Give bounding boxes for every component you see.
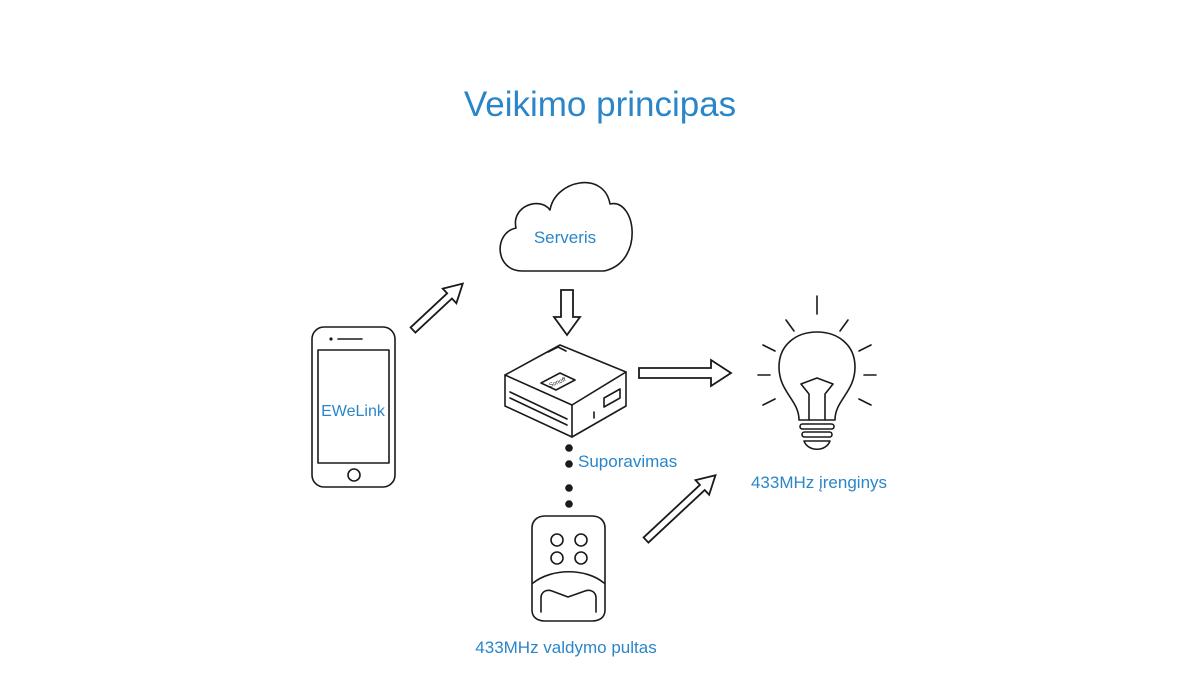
server-label: Serveris bbox=[534, 228, 596, 247]
rf-bridge-icon: Sonoff bbox=[504, 344, 627, 438]
hub-brand-label: Sonoff bbox=[549, 377, 568, 389]
arrow-server-to-hub bbox=[552, 289, 582, 337]
pairing-label: Suporavimas bbox=[578, 452, 677, 471]
light-bulb-icon bbox=[757, 295, 877, 451]
diagram-title: Veikimo principas bbox=[464, 85, 736, 124]
device-label: 433MHz įrenginys bbox=[751, 473, 887, 492]
arrow-app-to-server bbox=[409, 282, 465, 334]
arrow-remote-to-device bbox=[642, 473, 717, 544]
app-label: EWeLink bbox=[321, 403, 386, 420]
arrow-hub-to-device bbox=[638, 358, 733, 388]
remote-control-icon bbox=[531, 515, 606, 622]
smartphone-icon bbox=[311, 326, 396, 488]
remote-label: 433MHz valdymo pultas bbox=[475, 638, 656, 657]
cloud-icon bbox=[499, 181, 633, 272]
pairing-link bbox=[565, 444, 573, 508]
